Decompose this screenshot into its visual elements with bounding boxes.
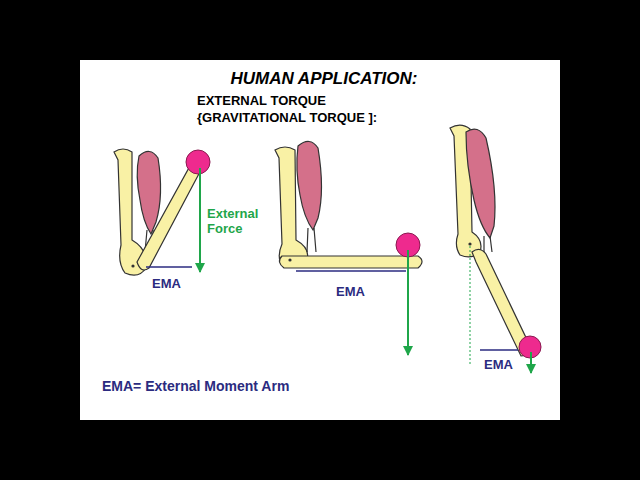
moment-arm-line	[146, 266, 192, 268]
biceps-muscle	[297, 141, 322, 230]
force-arrow	[530, 352, 532, 373]
pivot-dot	[288, 258, 291, 261]
biceps-muscle	[137, 151, 160, 234]
ema-label: EMA	[152, 277, 181, 292]
tendon	[484, 236, 492, 252]
legend-note: EMA= External Moment Arm	[102, 378, 289, 394]
heading-line: EXTERNAL TORQUE	[197, 94, 326, 109]
gravity-line	[470, 246, 471, 366]
biceps-muscle	[466, 129, 495, 238]
pivot-dot	[468, 242, 471, 245]
weight-ball	[186, 150, 210, 174]
forearm-bone	[137, 163, 202, 270]
moment-arm-line	[480, 349, 518, 351]
ema-label: EMA	[484, 358, 513, 373]
forearm-bone	[279, 256, 422, 268]
pivot-dot	[131, 264, 134, 267]
force-label: External Force	[207, 207, 269, 237]
heading-line: {GRAVITATIONAL TORQUE ]:	[197, 111, 377, 126]
moment-arm-line	[296, 270, 406, 272]
ema-label: EMA	[336, 285, 365, 300]
force-arrow	[199, 168, 201, 272]
tendon	[307, 228, 316, 252]
force-arrow	[407, 250, 409, 355]
slide-title: HUMAN APPLICATION:	[4, 69, 640, 89]
